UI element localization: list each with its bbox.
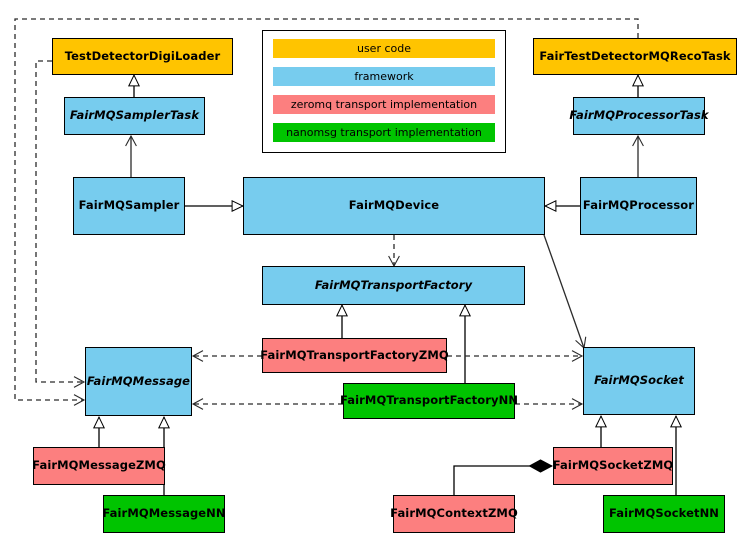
class-label: FairMQTransportFactory xyxy=(314,277,473,292)
legend-label: nanomsg transport implementation xyxy=(286,126,482,139)
class-label: FairMQProcessor xyxy=(582,198,695,213)
edge-socketzmq-composes-contextzmq xyxy=(453,466,552,495)
class-node-fairtestdetectormqrecotask[interactable]: FairTestDetectorMQRecoTask xyxy=(533,38,737,75)
class-node-fairmqsocketnn[interactable]: FairMQSocketNN xyxy=(603,495,725,533)
class-node-fairmqmessagenn[interactable]: FairMQMessageNN xyxy=(102,495,226,533)
class-label: FairMQProcessorTask xyxy=(569,108,709,123)
class-label: FairMQTransportFactoryNN xyxy=(339,393,519,408)
class-label: TestDetectorDigiLoader xyxy=(64,48,221,63)
class-node-fairmqcontextzmq[interactable]: FairMQContextZMQ xyxy=(390,495,518,533)
legend-item-framework: framework xyxy=(273,67,495,86)
class-node-fairmqtransportfactory[interactable]: FairMQTransportFactory xyxy=(262,266,525,305)
class-node-fairmqdevice[interactable]: FairMQDevice xyxy=(243,177,545,235)
class-label: FairMQSocketNN xyxy=(608,506,720,521)
class-label: FairMQMessage xyxy=(86,373,191,388)
class-label: FairMQMessageNN xyxy=(102,506,226,521)
class-label: FairMQDevice xyxy=(348,198,440,213)
legend-label: zeromq transport implementation xyxy=(290,98,478,111)
class-node-fairmqsocketzmq[interactable]: FairMQSocketZMQ xyxy=(553,447,673,485)
class-label: FairMQSocket xyxy=(594,373,684,388)
class-node-fairmqprocessor[interactable]: FairMQProcessor xyxy=(580,177,697,235)
class-node-fairmqtransportfactoryzmq[interactable]: FairMQTransportFactoryZMQ xyxy=(260,338,449,373)
class-node-fairmqsocket[interactable]: FairMQSocket xyxy=(583,347,695,415)
class-label: FairTestDetectorMQRecoTask xyxy=(539,48,731,63)
class-node-testdetectordigiloader[interactable]: TestDetectorDigiLoader xyxy=(52,38,233,75)
class-node-fairmqtransportfactorynn[interactable]: FairMQTransportFactoryNN xyxy=(339,383,519,419)
legend-item-nanomsg: nanomsg transport implementation xyxy=(273,123,495,142)
legend-label: framework xyxy=(354,70,414,83)
legend-item-user-code: user code xyxy=(273,39,495,58)
class-node-fairmqsampler[interactable]: FairMQSampler xyxy=(73,177,185,235)
class-label: FairMQTransportFactoryZMQ xyxy=(260,347,449,362)
class-node-fairmqmessagezmq[interactable]: FairMQMessageZMQ xyxy=(32,447,166,485)
edge-device-to-socket xyxy=(543,234,587,350)
class-label: FairMQContextZMQ xyxy=(390,506,518,521)
class-node-fairmqsamplertask[interactable]: FairMQSamplerTask xyxy=(64,97,205,135)
class-label: FairMQSocketZMQ xyxy=(552,458,674,473)
class-label: FairMQSampler xyxy=(78,198,180,213)
class-label: FairMQMessageZMQ xyxy=(32,458,166,473)
legend-panel: user code framework zeromq transport imp… xyxy=(262,30,506,153)
class-node-fairmqprocessortask[interactable]: FairMQProcessorTask xyxy=(569,97,709,135)
class-node-fairmqmessage[interactable]: FairMQMessage xyxy=(85,347,192,416)
legend-label: user code xyxy=(356,42,412,55)
class-label: FairMQSamplerTask xyxy=(69,108,200,123)
legend-item-zeromq: zeromq transport implementation xyxy=(273,95,495,114)
